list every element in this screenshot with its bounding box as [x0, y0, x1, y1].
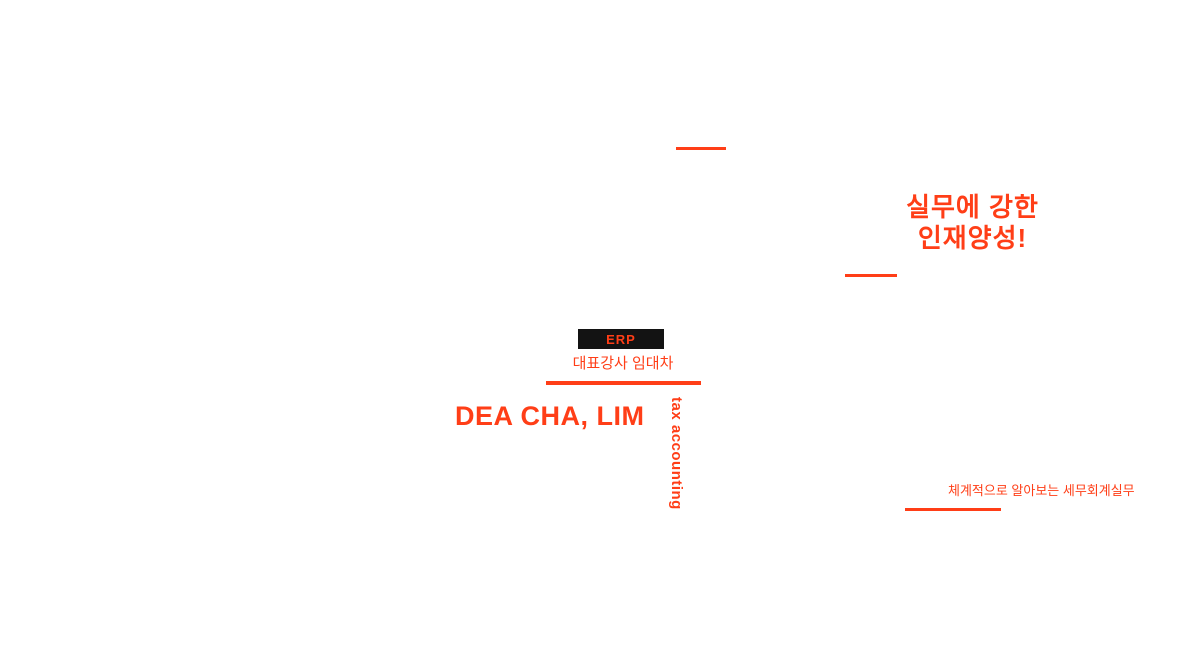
top-divider — [676, 147, 726, 150]
erp-badge: ERP — [578, 329, 664, 349]
instructor-divider — [546, 381, 701, 385]
instructor-subtitle: 대표강사 임대차 — [572, 355, 674, 372]
vertical-label-tax-accounting: tax accounting — [668, 397, 685, 510]
slogan-divider — [845, 274, 897, 277]
slogan: 실무에 강한 인재양성! — [870, 192, 1075, 254]
instructor-name: DEA CHA, LIM — [455, 401, 645, 431]
course-caption: 체계적으로 알아보는 세무회계실무 — [948, 483, 1135, 498]
slogan-line-1: 실무에 강한 — [906, 192, 1039, 222]
course-divider — [905, 508, 1001, 511]
slogan-line-2: 인재양성! — [917, 223, 1028, 254]
